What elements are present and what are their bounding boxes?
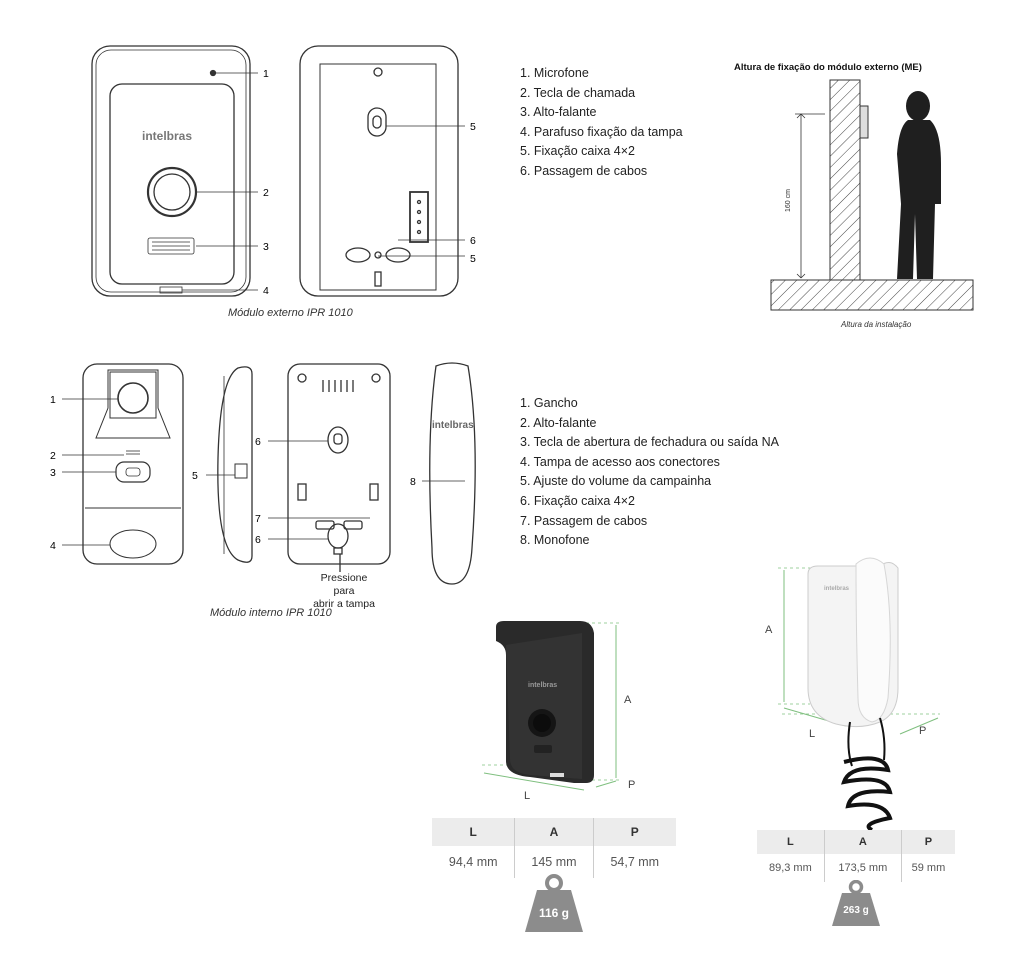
internal-legend-item: 6. Fixação caixa 4×2 [520,493,635,508]
ext-callout-1: 1 [263,68,269,80]
int-back-callout-7: 7 [255,513,261,525]
internal-legend-item: 7. Passagem de cabos [520,513,648,528]
internal-dimensions-table: L A P 89,3 mm 173,5 mm 59 mm [757,830,955,882]
installation-title: Altura de fixação do módulo externo (ME) [734,62,922,73]
external-legend-item: 3. Alto-falante [520,105,597,120]
press-note-line: Pressione para [320,572,368,597]
internal-legend-item: 5. Ajuste do volume da campainha [520,474,712,489]
ext-callout-3: 3 [263,241,269,253]
internal-logo: intelbras [432,420,474,431]
ext-callout-4: 4 [263,285,269,297]
installation-caption: Altura da instalação [841,320,912,329]
internal-back-view [287,363,391,572]
internal-legend-item: 1. Gancho [520,396,578,410]
external-weight-badge: 116 g [523,874,585,932]
int-side-callout-5: 5 [192,470,198,482]
external-weight: 116 g [538,906,570,920]
ext-dim-header: A [514,818,594,846]
external-module-drawings: intelbras 1 2 3 4 5 6 5 [91,45,476,297]
ext-dim-header: L [432,818,515,846]
ext-dim-value: 145 mm [514,846,594,878]
internal-photo-logo: intelbras [824,586,850,592]
internal-front-view [82,363,184,565]
int-callout-2: 2 [50,450,56,462]
int-dim-value: 173,5 mm [823,854,902,882]
internal-legend: 1. Gancho 2. Alto-falante 3. Tecla de ab… [520,394,779,551]
ext-dim-value: 94,4 mm [448,855,498,869]
internal-legend-item: 8. Monofone [520,533,590,548]
int-callout-3: 3 [50,467,56,479]
wall [829,79,861,281]
floor [770,279,974,311]
int-dim-axis-p: P [919,725,927,737]
external-legend-item: 1. Microfone [520,66,589,80]
ext-dim-axis-p: P [628,779,636,791]
ext-dim-axis-a: A [624,694,632,706]
external-legend-item: 4. Parafuso fixação da tampa [520,124,683,139]
int-callout-4: 4 [50,540,56,552]
internal-legend-item: 4. Tampa de acesso aos conectores [520,454,720,469]
internal-handset-view [429,362,476,585]
internal-legend-item: 3. Tecla de abertura de fechadura ou saí… [520,435,779,450]
internal-module-photo: intelbras [778,557,940,832]
external-legend-item: 5. Fixação caixa 4×2 [520,144,635,159]
internal-module-drawings: 1 2 3 4 5 6 7 6 intelbras 8 [50,362,476,585]
int-dim-value: 59 mm [900,854,955,882]
int-dim-axis-l: L [809,728,816,740]
person-silhouette-icon [897,91,941,279]
internal-weight-badge: 263 g [831,879,881,926]
ext-dim-value: 54,7 mm [592,846,676,878]
coiled-cord [841,756,893,832]
ext-back-callout-6: 6 [470,235,476,247]
installation-diagram: 160 cm [770,79,974,311]
external-dimensions-table: L A P 94,4 mm 145 mm 54,7 mm [432,818,676,878]
external-front-view [91,45,251,297]
int-dim-value: 89,3 mm [768,862,812,874]
ext-dim-axis-l: L [524,790,531,802]
ext-callout-2: 2 [263,187,269,199]
external-photo-logo: intelbras [528,682,557,689]
internal-caption: Módulo interno IPR 1010 [210,607,332,619]
ext-back-callout-5b: 5 [470,253,476,265]
ext-dim-header: P [592,818,676,846]
external-module-mount [859,105,869,139]
press-note-line: abrir a tampa [313,598,375,610]
press-note: Pressione para abrir a tampa [312,572,376,611]
weight-icon [525,874,583,932]
external-legend: 1. Microfone 2. Tecla de chamada 3. Alto… [520,64,683,182]
external-module-photo: intelbras [482,621,620,791]
int-dim-header: L [757,830,825,854]
ext-back-callout-5a: 5 [470,121,476,133]
installation-height-label: 160 cm [785,189,792,212]
weight-icon [832,879,880,926]
external-legend-item: 6. Passagem de cabos [520,163,648,178]
internal-weight: 263 g [843,905,869,916]
int-handset-callout-8: 8 [410,476,416,488]
external-legend-item: 2. Tecla de chamada [520,85,636,100]
int-back-callout-6a: 6 [255,436,261,448]
external-logo: intelbras [142,129,192,143]
int-dim-header: A [823,830,902,854]
external-back-view [299,45,459,297]
int-callout-1: 1 [50,394,56,406]
internal-side-view [217,366,253,563]
external-caption: Módulo externo IPR 1010 [228,307,353,319]
int-dim-header: P [900,830,955,854]
int-dim-axis-a: A [765,624,773,636]
int-back-callout-6b: 6 [255,534,261,546]
internal-legend-item: 2. Alto-falante [520,415,597,430]
